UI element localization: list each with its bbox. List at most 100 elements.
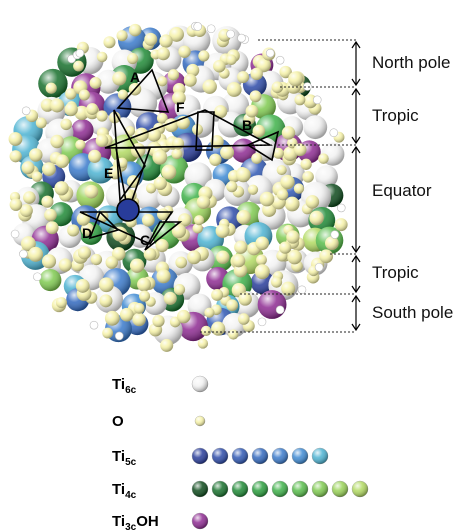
atom-shading [137, 277, 152, 292]
atom-shading [305, 195, 320, 209]
legend-swatch-shading [332, 481, 348, 497]
atom-shading [129, 258, 145, 273]
legend-swatch-shading [192, 376, 208, 392]
atom-shading [173, 283, 186, 296]
atom-shading [197, 338, 209, 349]
legend-swatch-shading [192, 513, 208, 529]
atom-shading [252, 124, 266, 138]
atom-shading [65, 88, 77, 100]
atom-shading [21, 161, 35, 175]
atom-shading [9, 198, 23, 211]
atom-shading [139, 290, 151, 302]
atom-shading [141, 213, 155, 227]
legend-swatch-shading [232, 481, 248, 497]
central-ti5c-atom [116, 198, 140, 222]
legend-swatch-shading [212, 481, 228, 497]
atom-shading [104, 310, 120, 326]
hydrogen-atom [226, 29, 235, 39]
atom-shading [78, 89, 90, 101]
atom-shading [112, 71, 127, 86]
legend-swatch-shading [352, 481, 368, 497]
atom-shading [80, 222, 95, 236]
atom-shading [95, 134, 109, 147]
atom-shading [315, 165, 338, 188]
atom-shading [214, 105, 228, 119]
atom-shading [144, 32, 158, 46]
atom-shading [50, 98, 65, 113]
atom-shading [29, 148, 43, 162]
hydrogen-atom [257, 317, 267, 327]
atom-shading [272, 147, 284, 159]
atom-shading [90, 253, 103, 266]
atom-shading [234, 240, 248, 254]
atom-shading [75, 139, 86, 150]
triangle-outline [246, 130, 280, 162]
hydrogen-atom [114, 331, 124, 341]
atom-shading [167, 69, 180, 81]
atom-shading [245, 104, 259, 118]
atom-shading [54, 181, 69, 196]
atom-shading [42, 162, 56, 177]
atom-shading [177, 309, 191, 324]
atom-shading [45, 82, 57, 94]
legend-swatch-shading [292, 448, 308, 464]
atom-shading [300, 158, 312, 170]
zone-label: Equator [372, 181, 432, 200]
atom-shading [198, 50, 210, 62]
atom-shading [169, 27, 184, 42]
atom-shading [172, 137, 185, 150]
atom-shading [279, 241, 292, 254]
hydrogen-atom [206, 24, 216, 34]
atom-shading [9, 150, 22, 163]
legend-swatch-shading [292, 481, 308, 497]
zone-label: North pole [372, 53, 450, 72]
triangle-outline [113, 109, 146, 203]
atom-shading [119, 307, 134, 322]
triangle-outline [116, 68, 170, 113]
atom-shading [250, 67, 263, 81]
legend-swatch-shading [192, 448, 208, 464]
atom-shading [60, 118, 72, 131]
atom-shading [204, 307, 215, 318]
atom-shading [171, 223, 187, 239]
atom-shading [96, 110, 108, 122]
atom-shading [232, 254, 246, 268]
hydrogen-atom [297, 285, 307, 295]
triangle-outline [115, 147, 152, 216]
legend-label: Ti6c [112, 376, 137, 396]
atom-shading [309, 210, 324, 226]
atom-shading [172, 91, 186, 105]
legend-label: Ti4c [112, 481, 137, 501]
atom-shading [186, 63, 200, 77]
atom-shading [287, 249, 302, 265]
hydrogen-atom [303, 82, 312, 91]
atom-shading [55, 297, 67, 309]
atom-shading [288, 71, 304, 87]
atom-shading [259, 191, 275, 207]
atom-shading [220, 145, 235, 160]
atom-shading [48, 202, 73, 227]
legend-label: O [112, 413, 124, 430]
triangle-outline [195, 111, 215, 151]
atom-shading [334, 218, 348, 232]
atom-shading [156, 112, 168, 124]
atom-shading [96, 51, 108, 63]
atom-shading [237, 71, 250, 84]
atom-shading [276, 188, 289, 201]
atom-shading [40, 98, 55, 112]
atom-shading [45, 221, 59, 235]
atom-shading [226, 82, 242, 97]
atom-shading [250, 270, 275, 295]
vertex-label-b: B [242, 117, 252, 133]
vertex-label-a: A [130, 69, 140, 85]
hydrogen-atom [193, 22, 203, 31]
legend-swatch-shading [312, 448, 328, 464]
atom-shading [276, 165, 287, 176]
legend-swatch-shading [252, 481, 268, 497]
hydrogen-atom [330, 230, 340, 239]
atom-shading [194, 215, 205, 226]
atom-shading [302, 171, 314, 183]
legend-swatch-shading [212, 448, 228, 464]
